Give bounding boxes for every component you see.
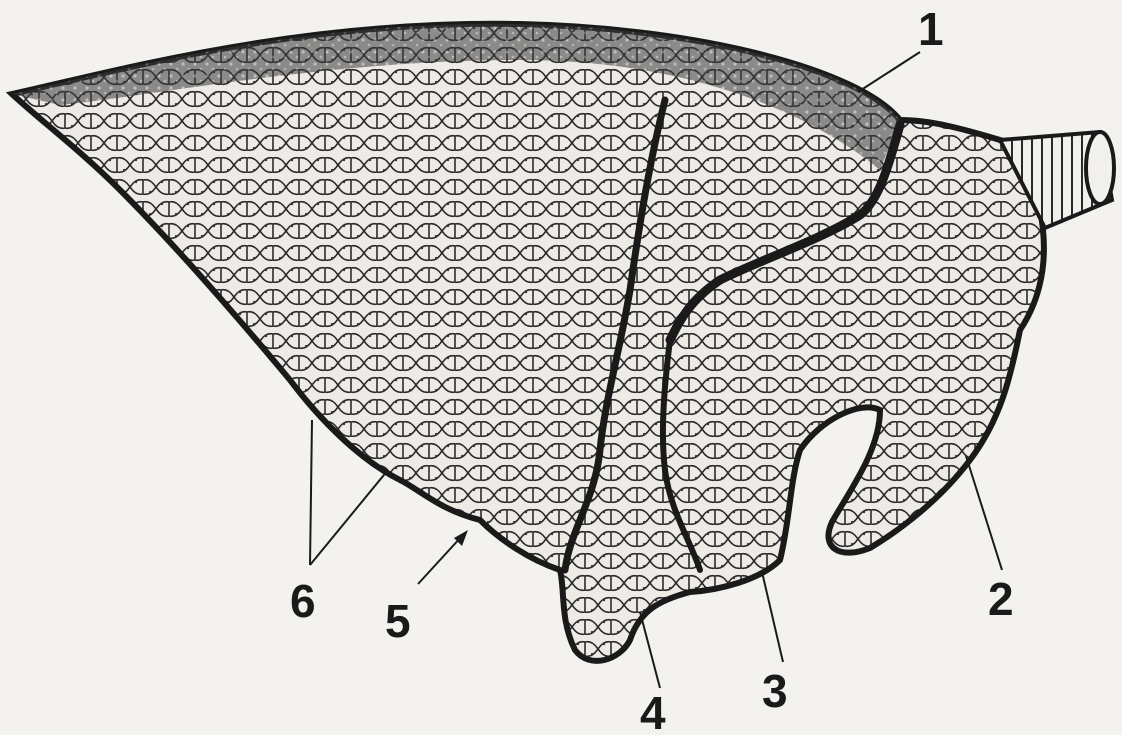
- callout-label-1: 1: [918, 6, 944, 52]
- leader-line-6b: [310, 470, 388, 565]
- leader-line-3: [762, 572, 783, 662]
- callout-label-6: 6: [290, 578, 316, 624]
- callout-label-4: 4: [640, 690, 666, 736]
- callout-label-3: 3: [762, 668, 788, 714]
- leader-line-1: [858, 52, 920, 92]
- leader-line-2: [966, 456, 1002, 570]
- leader-arrow-5: [418, 530, 468, 584]
- leader-line-4: [640, 612, 660, 688]
- leader-line-6a: [310, 420, 312, 565]
- callout-label-2: 2: [988, 576, 1014, 622]
- callout-label-5: 5: [385, 598, 411, 644]
